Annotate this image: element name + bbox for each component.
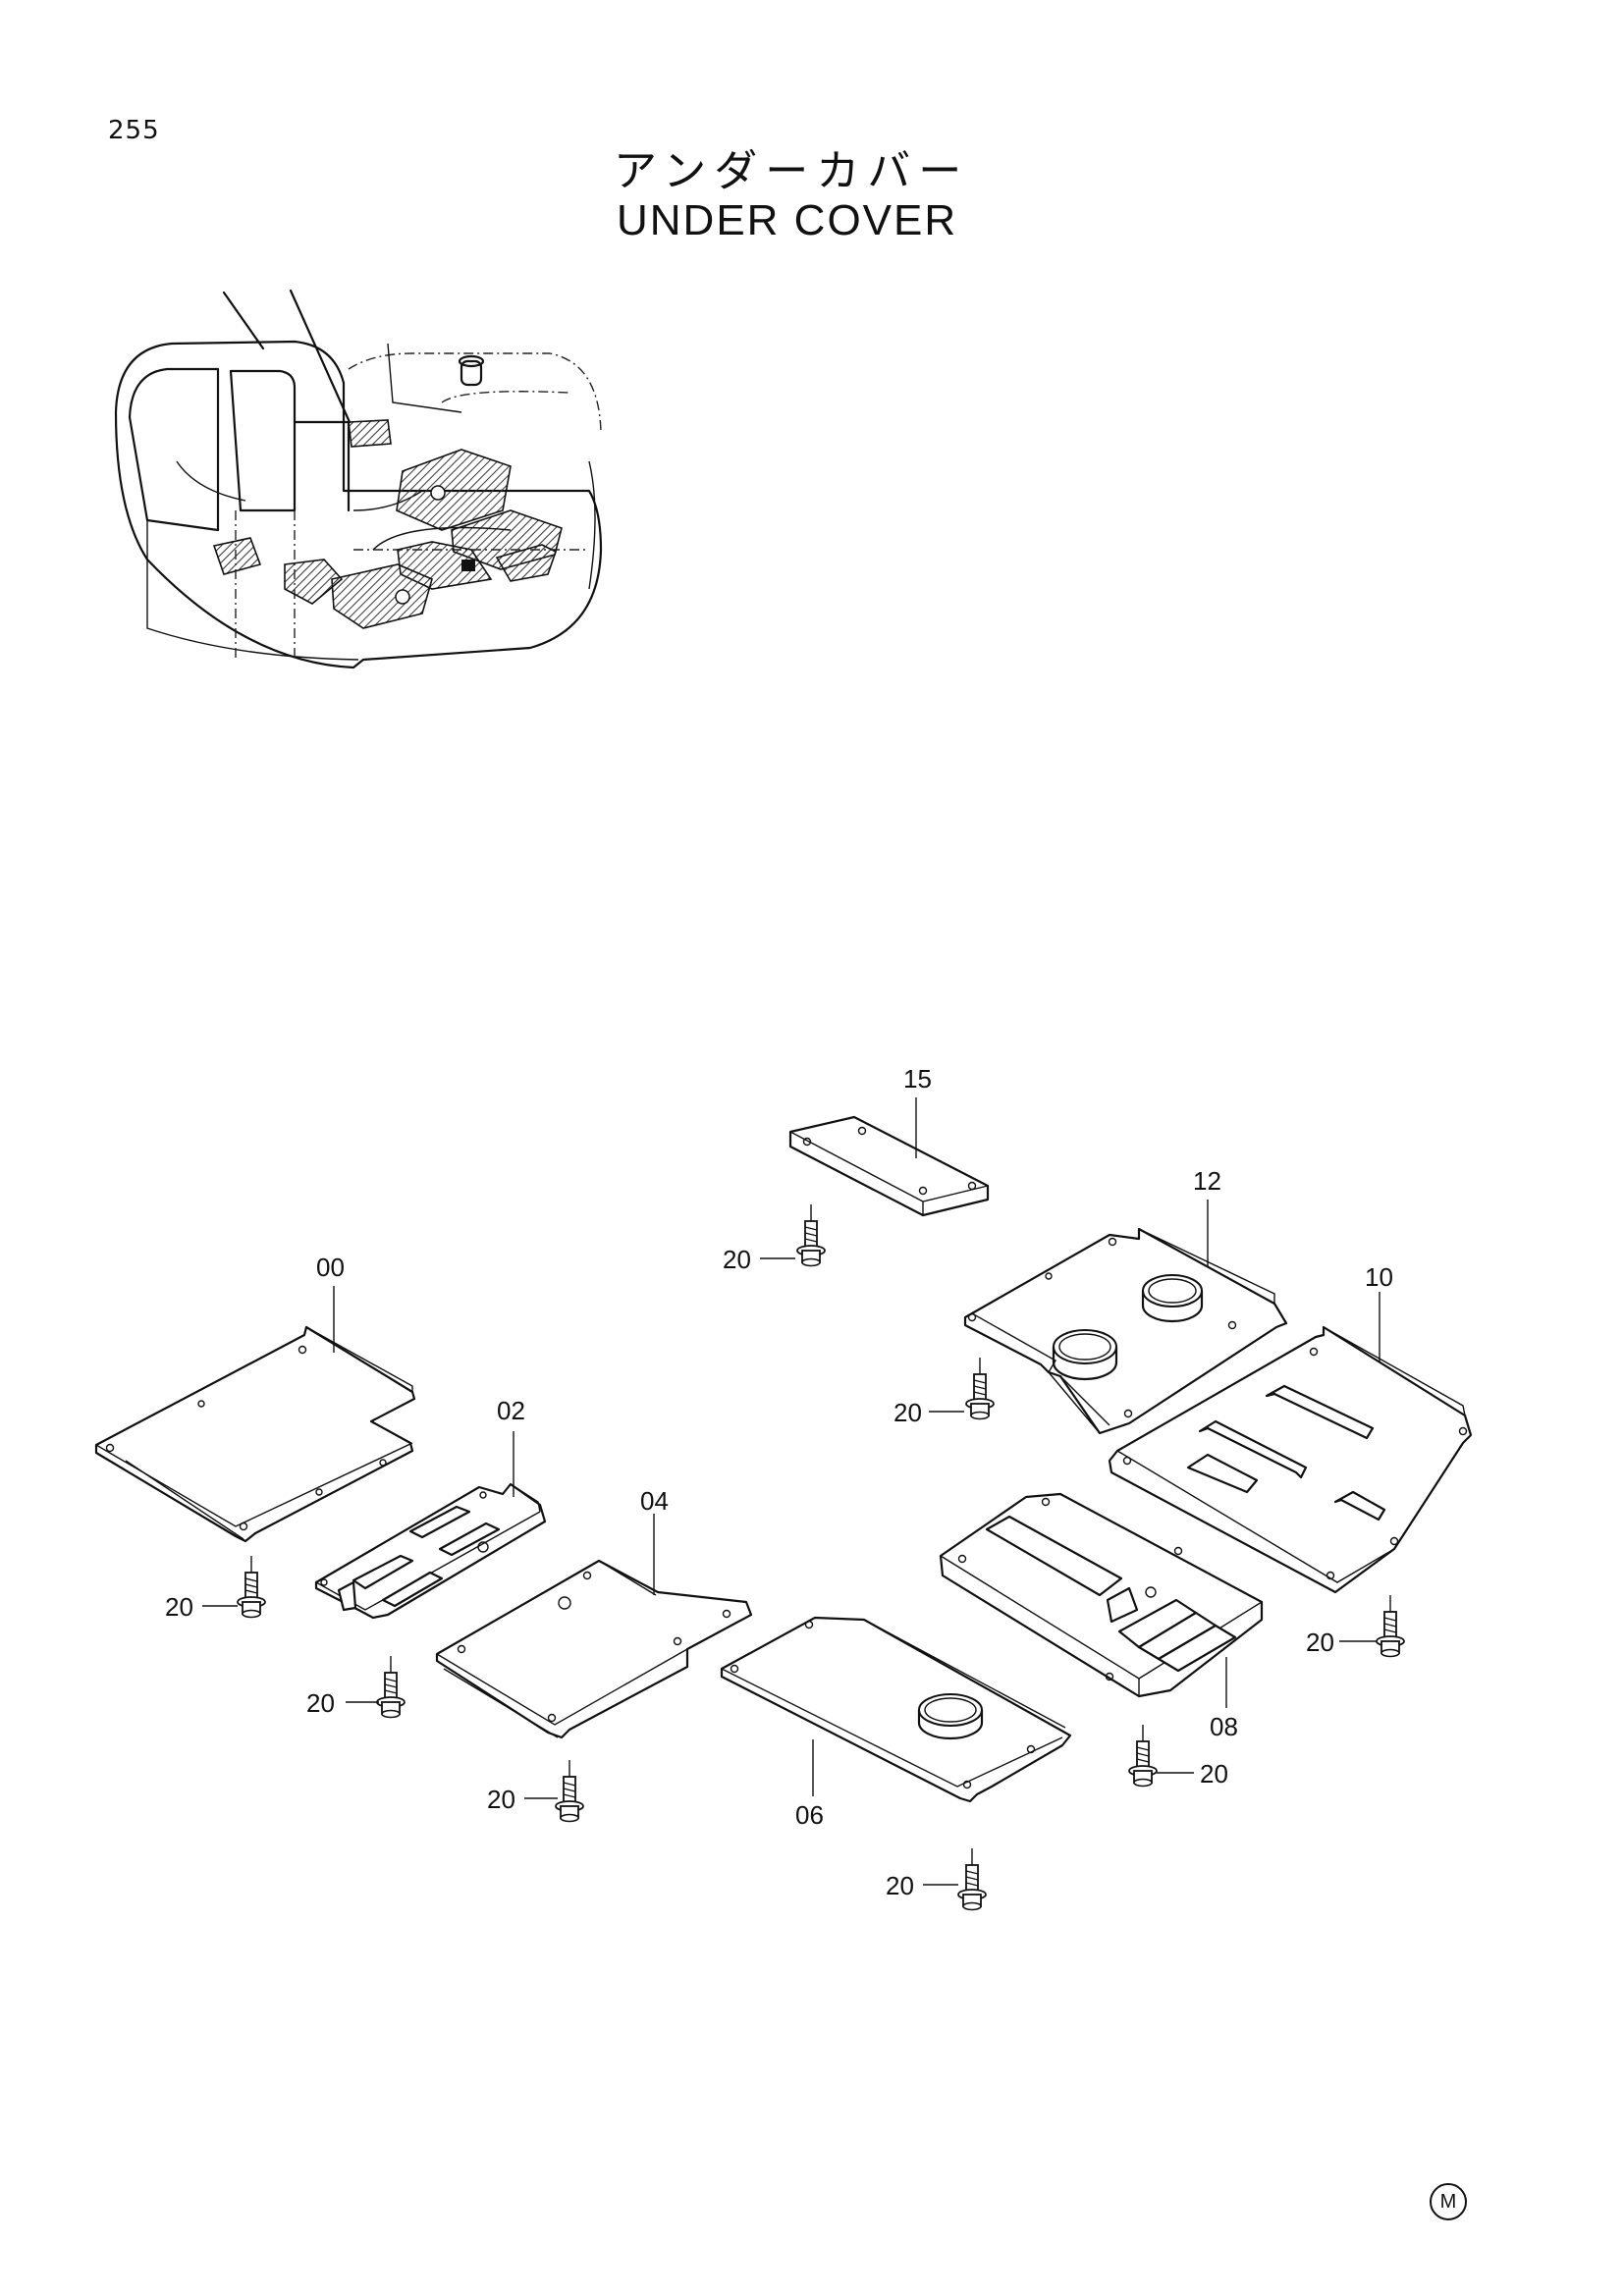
bolt-20-icon — [965, 1357, 995, 1420]
part-08-plate — [939, 1492, 1264, 1708]
callout-20: 20 — [165, 1592, 193, 1622]
part-12-plate — [963, 1200, 1288, 1435]
page-title-japanese: アンダーカバー — [614, 146, 970, 196]
callout-20: 20 — [723, 1245, 751, 1274]
callout-20: 20 — [886, 1871, 914, 1900]
callout-02: 02 — [497, 1396, 525, 1425]
callout-20: 20 — [306, 1688, 335, 1718]
callout-20: 20 — [1200, 1759, 1228, 1789]
part-06-plate — [720, 1616, 1072, 1803]
bolt-leader-lines — [202, 1257, 1377, 1886]
part-10-plate — [1108, 1292, 1473, 1594]
callout-04: 04 — [640, 1486, 669, 1516]
bolt-20-icon — [237, 1555, 266, 1619]
part-02-plate — [314, 1431, 547, 1620]
callout-00: 00 — [316, 1253, 345, 1282]
callout-12: 12 — [1193, 1166, 1221, 1196]
machine-overview-illustration — [114, 289, 603, 669]
callout-20: 20 — [487, 1785, 515, 1814]
bolt-20-icon — [1376, 1594, 1405, 1658]
part-00-plate — [94, 1286, 416, 1543]
callout-20: 20 — [1306, 1628, 1334, 1657]
callout-20: 20 — [893, 1398, 922, 1427]
part-04-plate — [435, 1514, 753, 1739]
callout-15: 15 — [903, 1064, 932, 1094]
callout-08: 08 — [1210, 1712, 1238, 1741]
bolt-20-icon — [1128, 1724, 1158, 1788]
bolt-20-icon — [957, 1847, 987, 1911]
page-number: 255 — [108, 116, 160, 145]
bolt-20-icon — [376, 1655, 406, 1719]
manufacturer-mark: M — [1430, 2183, 1467, 2220]
bolt-20-icon — [555, 1759, 584, 1823]
page-title: UNDER COVER — [617, 196, 958, 244]
bolt-20-icon — [796, 1203, 826, 1267]
part-15-plate — [788, 1097, 990, 1217]
callout-10: 10 — [1365, 1262, 1393, 1292]
callout-06: 06 — [795, 1800, 824, 1830]
